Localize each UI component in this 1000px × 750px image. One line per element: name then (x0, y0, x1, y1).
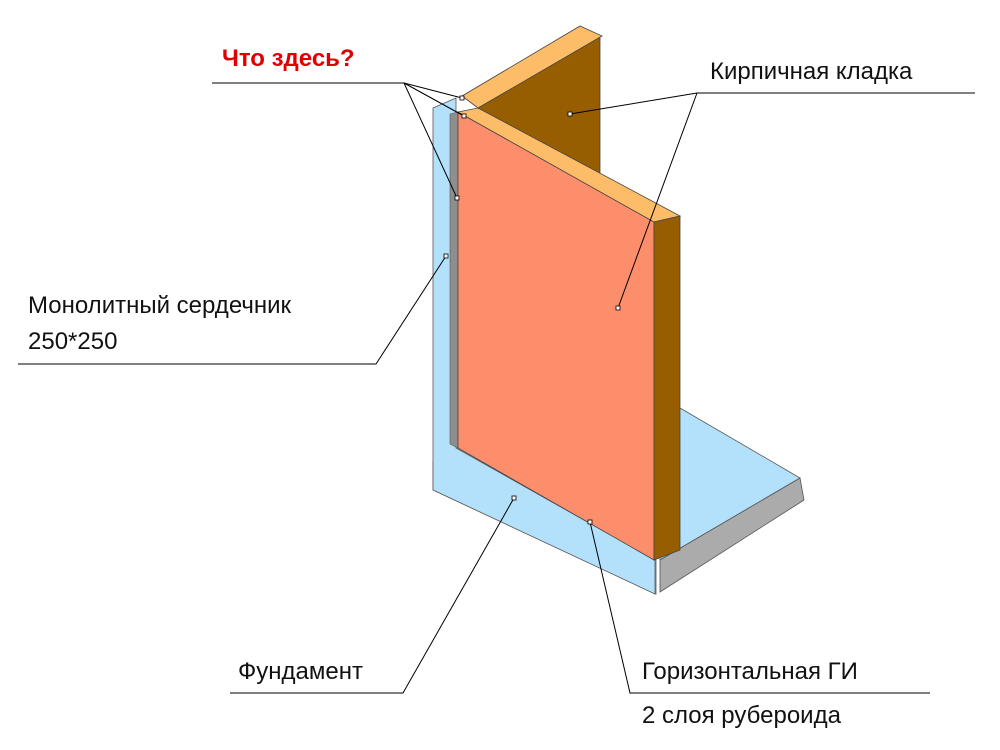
leader-markers (443, 95, 621, 525)
waterproofing-label-line2: 2 слоя рубероида (642, 702, 841, 729)
foundation-slab-side (659, 477, 805, 593)
leader-waterproofing (589, 521, 930, 694)
monolithic-core-edge (449, 111, 459, 449)
leader-foundation (230, 497, 515, 694)
core-label-line2: 250*250 (28, 328, 118, 355)
brickwork-back-top (461, 25, 603, 109)
leader-core (18, 255, 447, 365)
waterproofing-label-line1: Горизонтальная ГИ (642, 658, 858, 685)
brickwork-front-side (653, 215, 681, 561)
brickwork-label: Кирпичная кладка (710, 58, 913, 85)
question-label: Что здесь? (222, 45, 355, 72)
core-label-line1: Монолитный сердечник (28, 292, 292, 319)
leader-lines (18, 82, 975, 694)
foundation-label: Фундамент (238, 658, 363, 685)
